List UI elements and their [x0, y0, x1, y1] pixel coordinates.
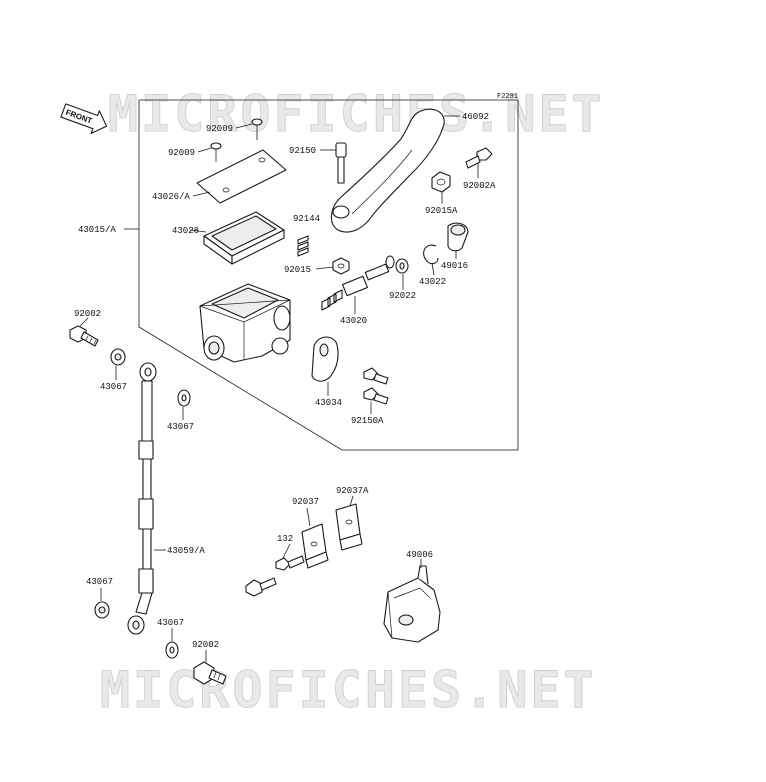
circlip: [423, 244, 439, 265]
brake-lever: [330, 108, 445, 233]
label-92037: 92037: [292, 497, 319, 507]
label-92002-bottom: 92002: [192, 640, 219, 650]
label-43067-a: 43067: [100, 382, 127, 392]
label-92022: 92022: [389, 291, 416, 301]
hose-clamp-92037: [301, 523, 329, 569]
label-92150: 92150: [289, 146, 316, 156]
label-43028: 43028: [172, 226, 199, 236]
washer-43067-b: [177, 389, 191, 407]
pivot-nut: [332, 257, 350, 275]
piston-assembly: [321, 255, 395, 311]
label-92150a: 92150A: [351, 416, 384, 426]
label-92015a: 92015A: [425, 206, 458, 216]
banjo-bolt-top: [69, 325, 99, 347]
watermark-bottom: MICROFICHES.NET: [100, 661, 597, 719]
hose-clamp-92037a: [335, 503, 363, 551]
label-43067-c: 43067: [86, 577, 113, 587]
label-43067-b: 43067: [167, 422, 194, 432]
label-92144: 92144: [293, 214, 320, 224]
front-arrow-icon: FRONT: [60, 103, 108, 134]
bracket-bolt-1: [275, 555, 305, 571]
diaphragm: [203, 211, 285, 265]
label-92037a: 92037A: [336, 486, 369, 496]
label-92009-a: 92009: [206, 124, 233, 134]
assembly-outline: [138, 99, 519, 451]
label-46092: 46092: [462, 112, 489, 122]
cover-screw-2: [210, 142, 222, 162]
label-49016: 49016: [441, 261, 468, 271]
figure-code: F2291: [497, 93, 518, 101]
adjuster-bolt: [465, 147, 493, 169]
washer-43067-c: [94, 601, 110, 619]
lever-nut: [431, 171, 451, 193]
clamp-bolt-2: [363, 387, 389, 405]
washer-92022: [395, 258, 409, 274]
washer-43067-d: [165, 641, 179, 659]
label-43034: 43034: [315, 398, 342, 408]
label-43020: 43020: [340, 316, 367, 326]
label-43022: 43022: [419, 277, 446, 287]
label-92002-top: 92002: [74, 309, 101, 319]
bracket-bolt-2: [245, 577, 277, 597]
cover-screw-1: [251, 118, 263, 140]
label-43015a: 43015/A: [78, 225, 116, 235]
dust-boot: [447, 222, 469, 252]
label-49006: 49006: [406, 550, 433, 560]
label-132: 132: [277, 534, 293, 544]
label-43026a: 43026/A: [152, 192, 190, 202]
brake-hose: [127, 362, 157, 635]
banjo-bolt-bottom: [193, 661, 227, 685]
lever-cover: [383, 565, 441, 643]
label-43059a: 43059/A: [167, 546, 205, 556]
label-92002a: 92002A: [463, 181, 496, 191]
clamp-bolt-1: [363, 367, 389, 385]
watermark-top: MICROFICHES.NET: [108, 85, 605, 143]
pivot-bolt: [335, 142, 347, 184]
reservoir-cover: [196, 149, 287, 204]
washer-43067-a: [110, 348, 126, 366]
label-92009-b: 92009: [168, 148, 195, 158]
label-92015: 92015: [284, 265, 311, 275]
lever-spring: [297, 235, 309, 257]
master-cylinder-body: [199, 283, 291, 363]
label-43067-d: 43067: [157, 618, 184, 628]
handlebar-clamp: [311, 336, 339, 382]
